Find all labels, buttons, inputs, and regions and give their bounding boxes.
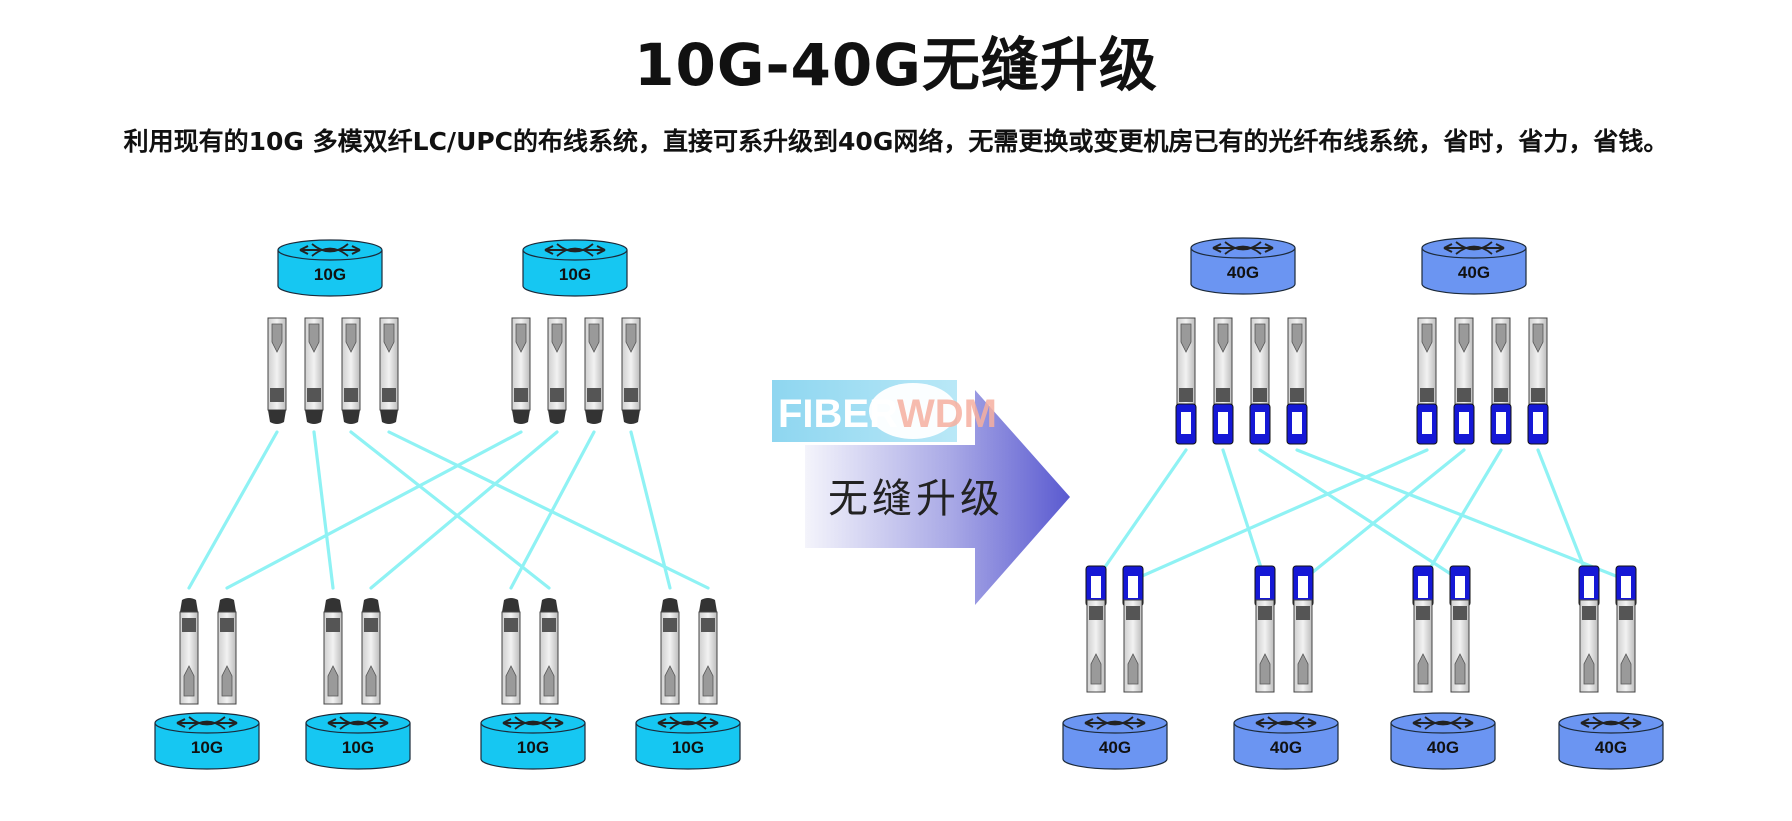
transceiver-right-bottom-4 [1292,565,1314,693]
bottom-node-right-1: 40G [1062,712,1168,770]
node-label: 40G [1227,263,1259,282]
node-label: 40G [1595,738,1627,757]
transceiver-right-bottom-1 [1085,565,1107,693]
fiber-link [1221,448,1267,582]
transceiver-right-top-5 [1416,317,1438,445]
network-nodes: 10G 10G 10G 10G 10G 10G 40G 40G 40G 40G 40G 40G [154,237,1664,770]
links-right [1094,448,1628,582]
bottom-node-right-2: 40G [1233,712,1339,770]
page-title: 10G-40G无缝升级 [634,31,1158,99]
transceiver-right-top-8 [1527,317,1549,445]
transceiver-right-top-4 [1286,317,1308,445]
node-label: 10G [191,738,223,757]
top-node-left-1: 10G [277,239,383,297]
transceiver-right-top-3 [1249,317,1271,445]
brand-text-fiber: FIBER [778,392,898,436]
transceiver-left-top-1 [267,317,287,424]
brand-text-wdm: WDM [897,392,997,436]
top-node-right-1: 40G [1190,237,1296,295]
fiber-link [187,430,279,590]
fiber-link [225,430,523,590]
fiber-link [349,430,551,590]
transceiver-left-bottom-3 [323,598,343,705]
node-label: 10G [314,265,346,284]
fiber-link [312,430,335,590]
transceiver-right-top-1 [1175,317,1197,445]
transceiver-right-top-7 [1490,317,1512,445]
transceiver-left-bottom-4 [361,598,381,705]
transceiver-left-bottom-6 [539,598,559,705]
fiber-link [1258,448,1462,582]
transceiver-right-bottom-3 [1254,565,1276,693]
transceiver-left-bottom-1 [179,598,199,705]
bottom-node-left-4: 10G [635,712,741,770]
fiber-link [1301,448,1466,582]
top-node-left-2: 10G [522,239,628,297]
upgrade-arrow-shape [805,390,1070,605]
bottom-node-left-2: 10G [305,712,411,770]
node-label: 40G [1458,263,1490,282]
transceiver-right-bottom-2 [1122,565,1144,693]
transceiver-right-bottom-6 [1449,565,1471,693]
transceiver-left-top-6 [547,317,567,424]
transceiver-left-bottom-2 [217,598,237,705]
transceiver-modules [179,317,1637,705]
links-left [187,430,710,590]
transceiver-left-bottom-8 [698,598,718,705]
bottom-node-left-1: 10G [154,712,260,770]
transceiver-right-bottom-5 [1412,565,1434,693]
transceiver-right-top-2 [1212,317,1234,445]
fiber-link [1536,448,1591,582]
node-label: 40G [1099,738,1131,757]
bottom-node-right-4: 40G [1558,712,1664,770]
transceiver-right-bottom-8 [1615,565,1637,693]
fiber-link [1131,448,1429,582]
transceiver-left-top-4 [379,317,399,424]
page-subtitle: 利用现有的10G 多模双纤LC/UPC的布线系统，直接可系升级到40G网络，无需… [123,127,1669,156]
fiber-link [629,430,672,590]
transceiver-right-top-6 [1453,317,1475,445]
transceiver-left-bottom-5 [501,598,521,705]
transceiver-left-top-2 [304,317,324,424]
top-node-right-2: 40G [1421,237,1527,295]
transceiver-right-bottom-7 [1578,565,1600,693]
node-label: 10G [517,738,549,757]
transceiver-left-bottom-7 [660,598,680,705]
node-label: 10G [559,265,591,284]
brand-banner-ellipse [869,383,957,439]
bottom-node-left-3: 10G [480,712,586,770]
fiber-link [1094,448,1188,582]
upgrade-arrow: FIBER WDM 无缝升级 [772,380,1070,605]
transceiver-left-top-5 [511,317,531,424]
fiber-link [509,430,596,590]
node-label: 10G [342,738,374,757]
bottom-node-right-3: 40G [1390,712,1496,770]
upgrade-arrow-label: 无缝升级 [828,476,1004,522]
node-label: 40G [1270,738,1302,757]
fiber-link [1421,448,1503,582]
transceiver-left-top-3 [341,317,361,424]
node-label: 40G [1427,738,1459,757]
transceiver-left-top-7 [584,317,604,424]
fiber-link [369,430,559,590]
fiber-link [387,430,710,590]
transceiver-left-top-8 [621,317,641,424]
node-label: 10G [672,738,704,757]
